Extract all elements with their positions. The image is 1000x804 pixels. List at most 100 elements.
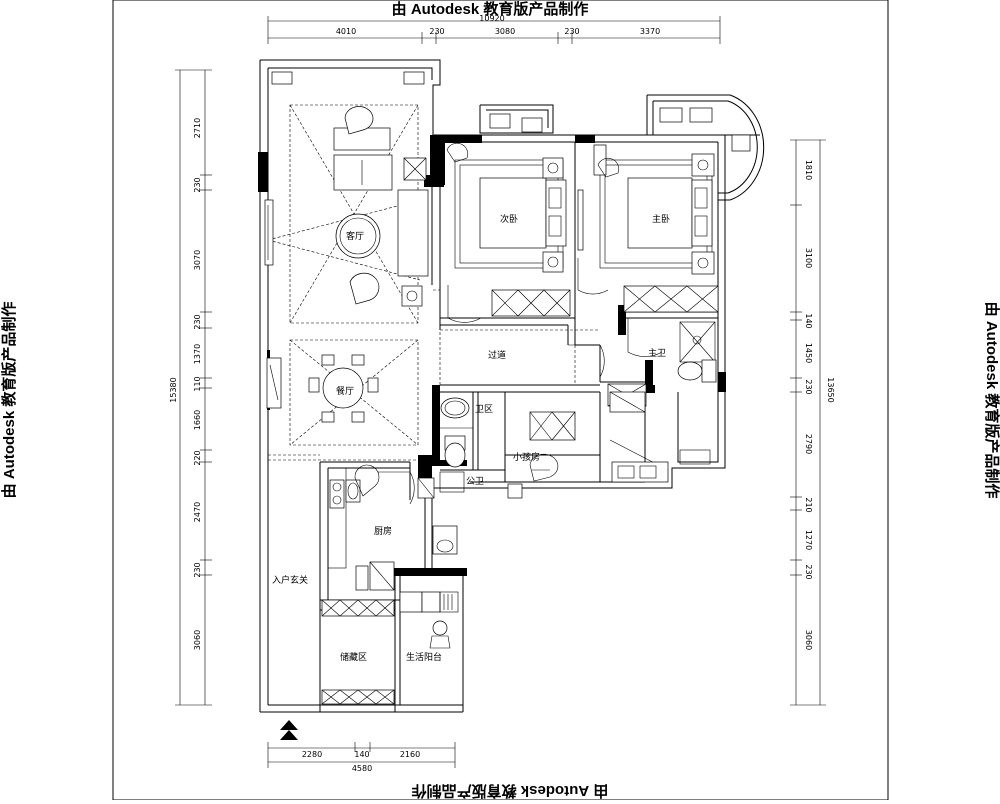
- laundry-sink: [399, 591, 423, 613]
- dining-chair: [308, 377, 320, 393]
- utility-balcony: 生活阳台: [399, 591, 459, 663]
- dim-left-seg: 1370: [193, 344, 202, 364]
- dim-bottom-seg: 2280: [302, 750, 322, 759]
- dining-chair: [321, 411, 335, 423]
- cook-figure: [354, 464, 380, 497]
- dim-left-seg: 3070: [193, 250, 202, 270]
- room-label-master-bedroom: 主卧: [652, 213, 670, 225]
- dim-right-total: 13650: [826, 377, 835, 402]
- floor-drain: [507, 483, 523, 499]
- dim-right-seg: 210: [804, 497, 813, 512]
- dim-left-seg: 230: [193, 177, 202, 192]
- bottom-dimension-chain: 2280 140 2160 4580: [267, 742, 456, 773]
- public-bath: 公卫: [417, 435, 523, 499]
- planter: [521, 117, 543, 133]
- dim-left-total: 15380: [169, 377, 178, 402]
- nightstand: [542, 251, 564, 273]
- sofa: [333, 154, 393, 191]
- interior-partitions: [319, 185, 718, 712]
- dim-left-seg: 220: [193, 450, 202, 465]
- wash-area: 卫区: [440, 397, 493, 429]
- top-dimension-chain: 10920 4010 230 3080 230 3370: [267, 14, 721, 44]
- dim-bottom-total: 4580: [352, 764, 372, 773]
- room-label-wash-area: 卫区: [475, 404, 493, 415]
- dim-right-seg: 2790: [804, 434, 813, 454]
- room-label-storage: 储藏区: [340, 651, 367, 663]
- person-figure: [432, 620, 448, 636]
- dim-right-seg: 140: [804, 313, 813, 328]
- living-room: 客厅: [264, 71, 429, 324]
- door-swing: [568, 344, 605, 378]
- stove: [329, 479, 345, 509]
- bed: [479, 177, 547, 249]
- dim-bottom-seg: 140: [354, 750, 369, 759]
- dim-right-seg: 1450: [804, 343, 813, 363]
- nightstand: [542, 157, 564, 179]
- entrance: 入户玄关: [272, 574, 308, 740]
- dining-table: [322, 367, 364, 409]
- toilet: [677, 361, 703, 381]
- room-label-corridor: 过道: [488, 349, 506, 361]
- planter: [731, 134, 751, 152]
- watermark-bottom: 由 Autodesk 教育版产品制作: [412, 782, 609, 800]
- entry-arrow-icon: [280, 730, 298, 740]
- drying-rack: [439, 591, 459, 613]
- dining-chair: [351, 411, 365, 423]
- master-bedroom: 主卧: [577, 107, 751, 313]
- dining-chair: [321, 354, 335, 366]
- left-dimension-chain: 2710 230 3070 230 1370 110 1660 220 2470…: [169, 69, 212, 706]
- door-swing: [378, 471, 415, 505]
- room-label-kitchen: 厨房: [374, 525, 392, 537]
- side-table: [401, 285, 423, 307]
- room-label-public-bath: 公卫: [466, 476, 484, 487]
- window: [264, 199, 274, 266]
- kitchen: 厨房: [327, 464, 458, 591]
- planter: [403, 71, 425, 85]
- planter: [271, 71, 293, 85]
- coffee-table: [335, 213, 381, 259]
- wardrobe: [529, 411, 576, 441]
- armchair: [344, 106, 374, 135]
- dim-top-seg: 3370: [640, 27, 660, 36]
- armchair: [349, 272, 380, 305]
- door-swing: [627, 318, 663, 357]
- planter: [659, 107, 683, 123]
- dim-top-seg: 230: [564, 27, 579, 36]
- bed: [627, 177, 693, 249]
- dining-chair: [367, 377, 379, 393]
- storage-area: 储藏区: [321, 599, 395, 705]
- window: [577, 189, 584, 251]
- chair: [529, 453, 559, 482]
- balcony-cabinet: [679, 449, 711, 465]
- room-label-master-bath: 主卫: [648, 347, 666, 359]
- fridge: [355, 565, 369, 591]
- chair: [597, 157, 620, 178]
- dim-top-seg: 3080: [495, 27, 515, 36]
- dining-chair: [351, 354, 365, 366]
- toilet: [444, 442, 466, 468]
- dim-right-seg: 3100: [804, 248, 813, 268]
- dim-top-seg: 230: [429, 27, 444, 36]
- kids-room: 小孩房: [513, 391, 711, 483]
- dim-left-seg: 110: [193, 376, 202, 391]
- sofa-long: [397, 189, 429, 277]
- room-label-second-bedroom: 次卧: [500, 213, 518, 225]
- shower: [679, 321, 716, 363]
- room-label-dining: 餐厅: [336, 385, 354, 397]
- second-bedroom: 次卧: [446, 113, 584, 323]
- room-label-living: 客厅: [346, 230, 364, 242]
- nightstand: [691, 153, 715, 177]
- room-label-entrance: 入户玄关: [272, 574, 308, 586]
- nightstand: [691, 251, 715, 275]
- dim-left-seg: 230: [193, 314, 202, 329]
- dim-left-seg: 1660: [193, 410, 202, 430]
- zone-boundaries: [268, 289, 600, 461]
- dim-top-total: 10920: [479, 14, 504, 23]
- room-label-kids-room: 小孩房: [513, 451, 540, 463]
- planter: [689, 107, 713, 123]
- room-label-utility-balcony: 生活阳台: [406, 651, 442, 663]
- dim-top-seg: 4010: [336, 27, 356, 36]
- dining-ceiling-outline: [289, 339, 419, 446]
